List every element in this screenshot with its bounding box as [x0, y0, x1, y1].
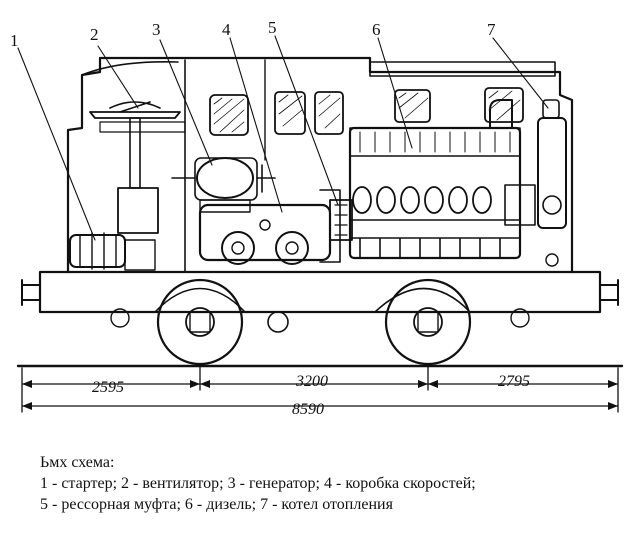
- exhaust-pipe: [489, 99, 513, 129]
- dimension-left: 2595: [92, 379, 124, 396]
- wheelset: [110, 278, 530, 366]
- fan-shaft: [129, 117, 141, 189]
- figure-caption: Ьмх схема: 1 - стартер; 2 - вентилятор; …: [40, 452, 630, 515]
- callout-gearbox: 4: [222, 20, 231, 39]
- diesel-crankcase: [349, 219, 521, 259]
- diesel-end-unit: [504, 184, 536, 226]
- caption-line-2: 5 - рессорная муфта; 6 - дизель; 7 - кот…: [40, 496, 393, 513]
- heating-boiler: [537, 117, 567, 229]
- boiler-port: [545, 253, 559, 267]
- gearbox-gear-hub: [231, 241, 245, 255]
- gearbox-housing: [198, 203, 332, 262]
- diesel-cylinders: [352, 186, 492, 214]
- locomotive-drawing: 1 2 3 4 5 6 7 2595 3200 2795 8590: [10, 18, 624, 418]
- hood-window: [484, 87, 524, 123]
- cab-body: [66, 56, 574, 274]
- callout-starter: 1: [10, 31, 19, 50]
- callout-spring-coupling: 5: [268, 18, 277, 37]
- caption-line-1: 1 - стартер; 2 - вентилятор; 3 - генерат…: [40, 475, 476, 492]
- dimension-right: 2795: [498, 373, 530, 390]
- fan-blades: [109, 101, 161, 113]
- gearbox-bolt: [259, 219, 271, 231]
- window-hatching: [213, 90, 521, 133]
- gearbox-flange: [319, 189, 341, 263]
- gearbox-gear: [275, 231, 309, 265]
- left-buffer: [21, 279, 41, 306]
- diesel-head-ribs: [359, 131, 511, 153]
- caption-title: Ьмх схема:: [40, 454, 115, 471]
- right-buffer: [599, 279, 619, 306]
- diesel-head: [349, 127, 521, 157]
- frame-cutouts: [154, 287, 471, 313]
- cab-window: [314, 91, 344, 135]
- fan-hub: [89, 111, 181, 119]
- cab-window: [209, 94, 249, 136]
- starter-detail: [79, 232, 117, 270]
- roof-hatch: [369, 61, 556, 77]
- fan-frame: [99, 121, 186, 133]
- callout-generator: 3: [152, 20, 161, 39]
- fan-drive-housing: [117, 187, 159, 234]
- cab-window: [274, 91, 306, 135]
- dimension-middle: 3200: [295, 373, 328, 390]
- spring-coupling: [329, 199, 353, 241]
- generator-shaft: [171, 164, 276, 193]
- gearbox-gear-hub: [285, 241, 299, 255]
- boiler-top: [542, 99, 560, 119]
- main-frame: [38, 270, 602, 314]
- callout-heating-boiler: 7: [487, 20, 496, 39]
- cab-roof-curve: [81, 60, 179, 76]
- starter-support: [124, 239, 156, 271]
- generator-body: [196, 157, 254, 199]
- callout-diesel: 6: [372, 20, 381, 39]
- dimension-lines: [21, 365, 619, 413]
- dimension-total: 8590: [292, 401, 324, 418]
- leader-lines: [17, 35, 549, 241]
- boiler-port: [542, 195, 562, 215]
- callout-fan: 2: [90, 25, 99, 44]
- coupling-detail: [334, 204, 348, 236]
- gearbox-gear: [221, 231, 255, 265]
- starter-body: [69, 234, 126, 268]
- hood-window: [394, 89, 431, 123]
